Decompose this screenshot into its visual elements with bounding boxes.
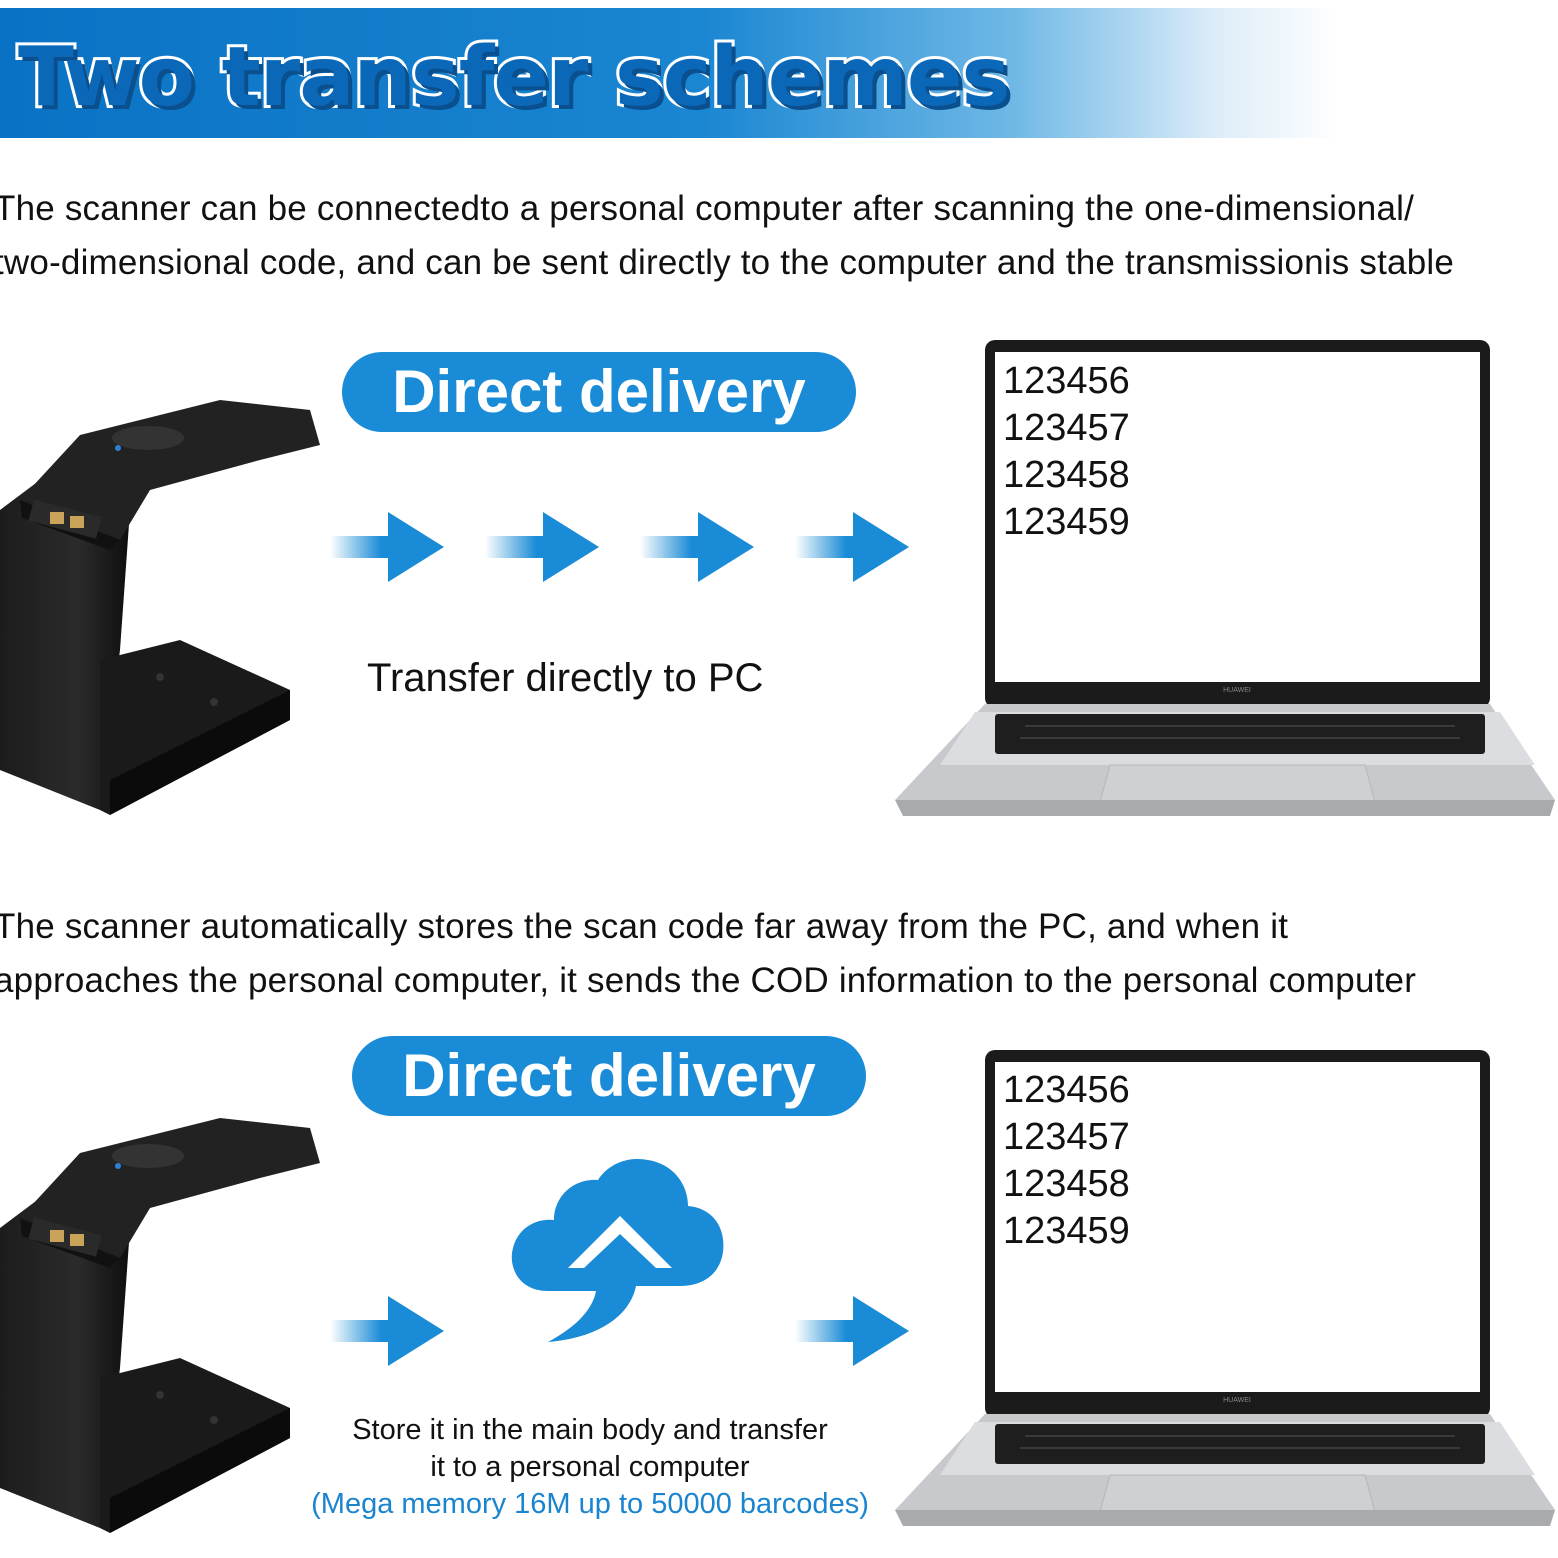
store-caption: Store it in the main body and transfer i… — [280, 1412, 900, 1523]
laptop-brand: HUAWEI — [1223, 687, 1251, 694]
section2-description-line2: approaches the personal computer, it sen… — [0, 961, 1417, 1000]
arrow-right-icon — [640, 512, 754, 582]
direct-delivery-badge-2: Direct delivery — [352, 1036, 866, 1116]
section1-description-line1: The scanner can be connectedto a persona… — [0, 189, 1415, 228]
arrow-right-icon — [795, 512, 909, 582]
store-caption-line1: Store it in the main body and transfer — [352, 1414, 828, 1446]
screen-value: 123458 — [1003, 454, 1130, 496]
laptop-image-1: HUAWEI — [895, 340, 1555, 816]
cloud-upload-icon — [511, 1158, 724, 1342]
arrow-right-icon — [795, 1296, 909, 1366]
screen-output-2: 123456 123457 123458 123459 — [1003, 1067, 1130, 1255]
transfer-caption: Transfer directly to PC — [367, 656, 764, 700]
memory-capacity-note: (Mega memory 16M up to 50000 barcodes) — [311, 1488, 869, 1520]
screen-value: 123457 — [1003, 1116, 1130, 1158]
screen-value: 123457 — [1003, 407, 1130, 449]
section1-description: The scanner can be connectedto a persona… — [0, 182, 1558, 290]
screen-value: 123459 — [1003, 501, 1130, 543]
laptop-brand: HUAWEI — [1223, 1397, 1251, 1404]
screen-value: 123456 — [1003, 360, 1130, 402]
laptop-image-2: HUAWEI — [895, 1050, 1555, 1526]
direct-delivery-badge-1: Direct delivery — [342, 352, 856, 432]
title-banner: Two transfer schemes — [0, 8, 1558, 138]
screen-value: 123459 — [1003, 1210, 1130, 1252]
barcode-scanner-image-2 — [0, 1118, 320, 1533]
section2-description-line1: The scanner automatically stores the sca… — [0, 907, 1289, 946]
section2-description: The scanner automatically stores the sca… — [0, 900, 1558, 1008]
arrow-right-icon — [330, 512, 444, 582]
section1-description-line2: two-dimensional code, and can be sent di… — [0, 243, 1455, 282]
page-title: Two transfer schemes — [15, 27, 1013, 128]
screen-value: 123458 — [1003, 1163, 1130, 1205]
store-caption-line2: it to a personal computer — [430, 1451, 750, 1483]
barcode-scanner-image-1 — [0, 400, 320, 815]
screen-output-1: 123456 123457 123458 123459 — [1003, 358, 1130, 546]
arrow-right-icon — [485, 512, 599, 582]
arrow-right-icon — [330, 1296, 444, 1366]
screen-value: 123456 — [1003, 1069, 1130, 1111]
